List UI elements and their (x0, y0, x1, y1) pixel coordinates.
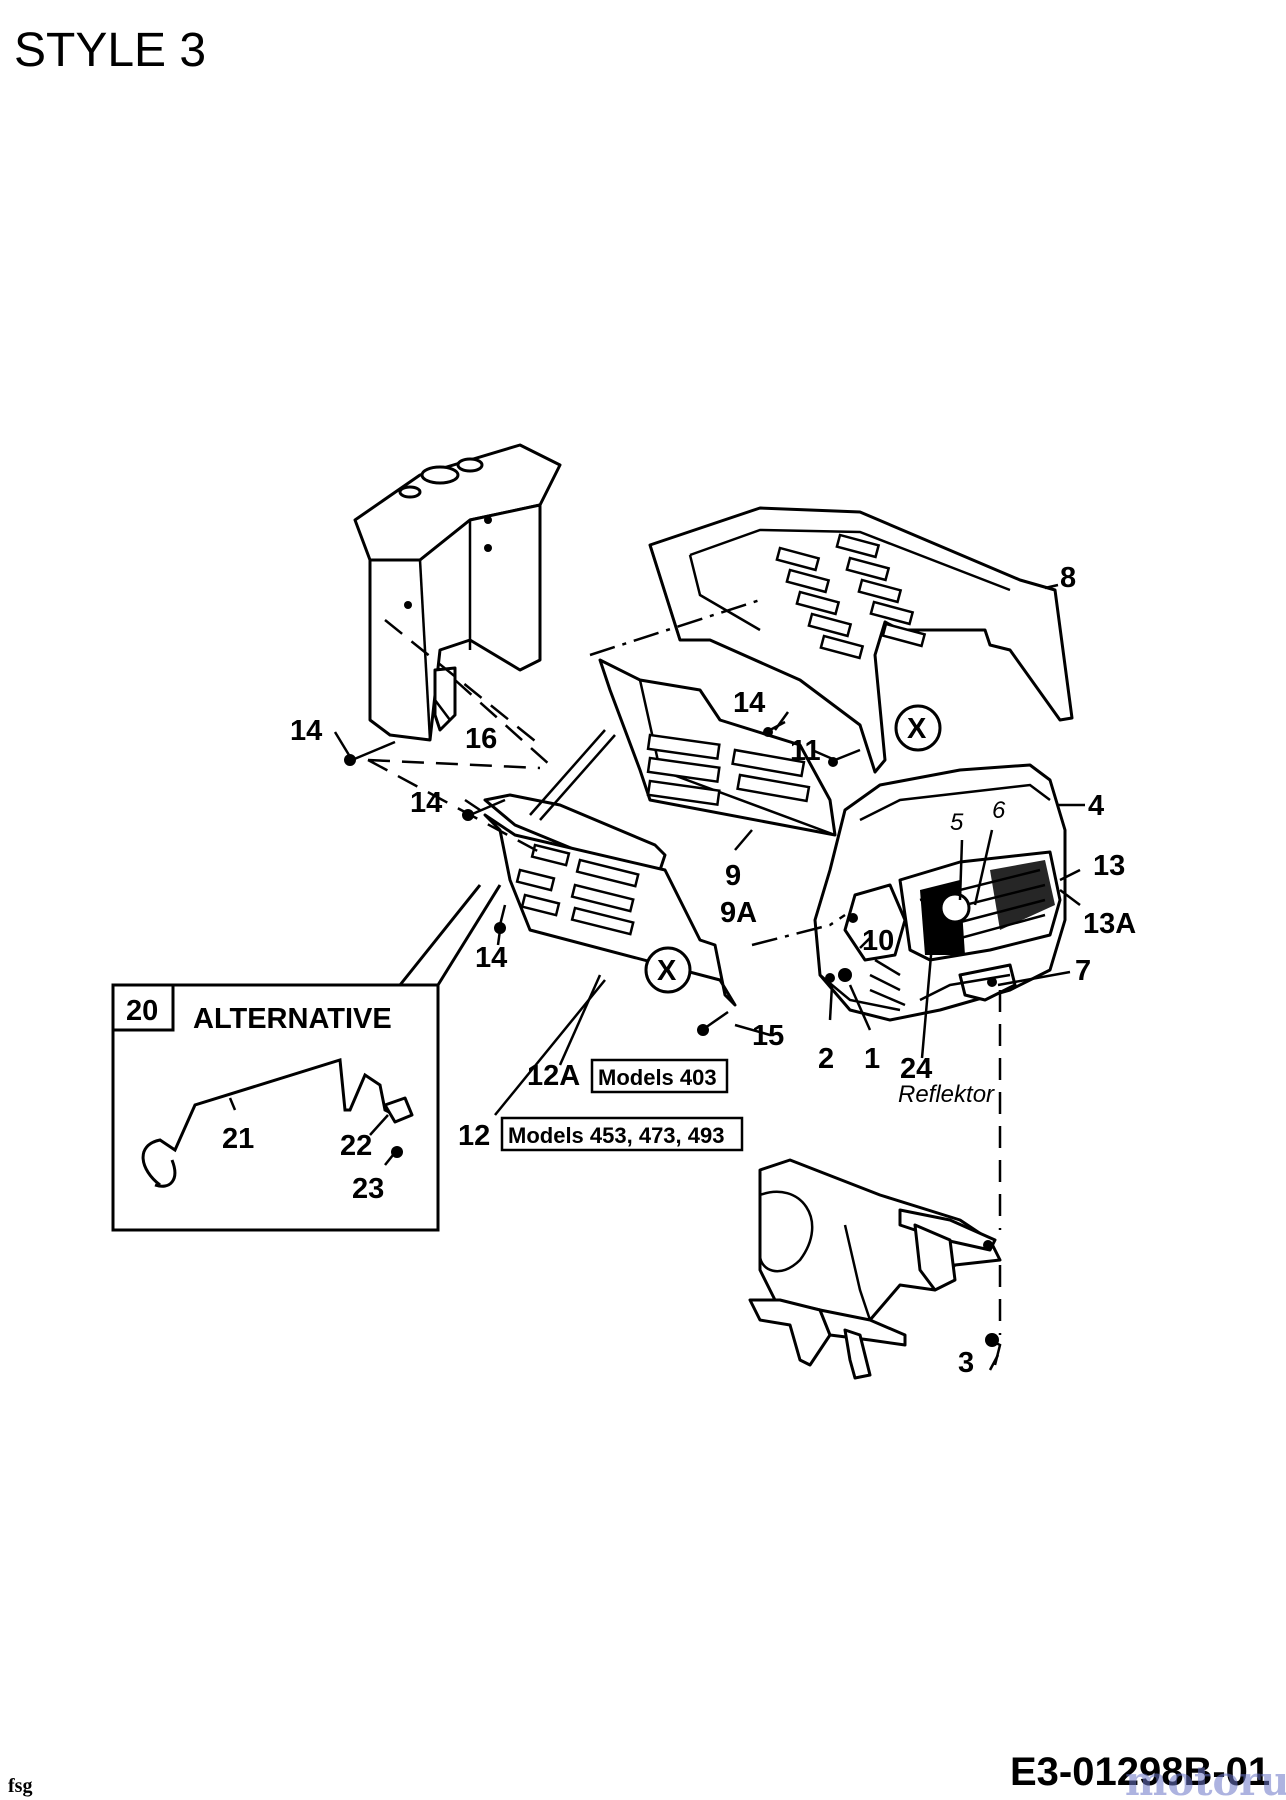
part-headlight-left (843, 883, 907, 962)
page-title: STYLE 3 (14, 24, 206, 77)
reflektor-label: Reflektor (898, 1081, 995, 1108)
hood-vents (775, 533, 927, 660)
models-403-box: Models 403 (590, 1058, 729, 1094)
callouts: 8 4 13 13A 7 5 6 10 2 1 24 Reflektor 14 … (290, 562, 1136, 1379)
callout-5: 5 (950, 809, 964, 836)
leader-lines (333, 583, 1085, 1371)
callout-9a: 9A (720, 897, 757, 929)
callout-14-c: 14 (475, 942, 507, 974)
callout-24: 24 (900, 1053, 932, 1085)
callout-13: 13 (1093, 850, 1125, 882)
alternative-label: ALTERNATIVE (193, 1003, 392, 1035)
part-front-bumper (483, 793, 737, 1007)
document-id: E3-01298B-01 (1010, 1750, 1270, 1794)
models-453-label: Models 453, 473, 493 (508, 1123, 724, 1148)
alternative-box: 20 ALTERNATIVE 21 22 23 (111, 884, 502, 1232)
assembly-lines (367, 598, 1002, 1335)
models-403-label: Models 403 (598, 1065, 717, 1090)
bolt-14-b (462, 809, 474, 821)
callout-7: 7 (1075, 955, 1091, 987)
callout-14-b: 14 (410, 787, 442, 819)
models-453-box: Models 453, 473, 493 (500, 1116, 744, 1152)
callout-22: 22 (340, 1130, 372, 1162)
x-marker-hood: X (894, 704, 942, 752)
callout-20: 20 (126, 995, 158, 1027)
callout-8: 8 (1060, 562, 1076, 594)
callout-4: 4 (1088, 790, 1104, 822)
part-bolt-3 (985, 1333, 999, 1347)
part-bolt-1 (838, 968, 852, 982)
part-front-grille (813, 763, 1067, 1022)
callout-16: 16 (465, 723, 497, 755)
callout-1: 1 (864, 1043, 880, 1075)
callout-14-d: 14 (733, 687, 765, 719)
bolt-11 (828, 757, 838, 767)
bolt-14-d (763, 727, 773, 737)
bolt-15 (697, 1024, 709, 1036)
watermark-logo: motoruf (1125, 1758, 1286, 1800)
part-screw-23 (391, 1146, 403, 1158)
part-hood (648, 506, 1074, 774)
callout-3: 3 (958, 1347, 974, 1379)
callout-23: 23 (352, 1173, 384, 1205)
part-dash-console (353, 443, 562, 742)
part-hood-rod (141, 1058, 396, 1188)
alternative-frame (111, 983, 440, 1232)
callout-14-a: 14 (290, 715, 322, 747)
bolt-14-a (344, 754, 356, 766)
part-nut-2 (825, 973, 835, 983)
callout-2: 2 (818, 1043, 834, 1075)
x-marker-bumper: X (644, 946, 692, 994)
bolt-14-c (494, 922, 506, 934)
callout-21: 21 (222, 1123, 254, 1155)
fasteners (344, 720, 1002, 1366)
callout-6: 6 (992, 797, 1006, 824)
alternative-number-box (111, 983, 175, 1032)
svg-text:X: X (907, 713, 927, 745)
callout-12: 12 (458, 1120, 490, 1152)
callout-9: 9 (725, 860, 741, 892)
callout-12a: 12A (527, 1060, 580, 1092)
headlight-bulb (939, 892, 971, 924)
svg-text:X: X (657, 955, 677, 987)
callout-15: 15 (752, 1020, 784, 1052)
footer-code: fsg (8, 1775, 32, 1797)
part-chassis-front (748, 1158, 1002, 1380)
callout-11: 11 (790, 735, 821, 767)
callout-10: 10 (862, 925, 894, 957)
part-clip (383, 1096, 414, 1124)
part-side-panel (598, 658, 837, 837)
callout-13a: 13A (1083, 908, 1136, 940)
